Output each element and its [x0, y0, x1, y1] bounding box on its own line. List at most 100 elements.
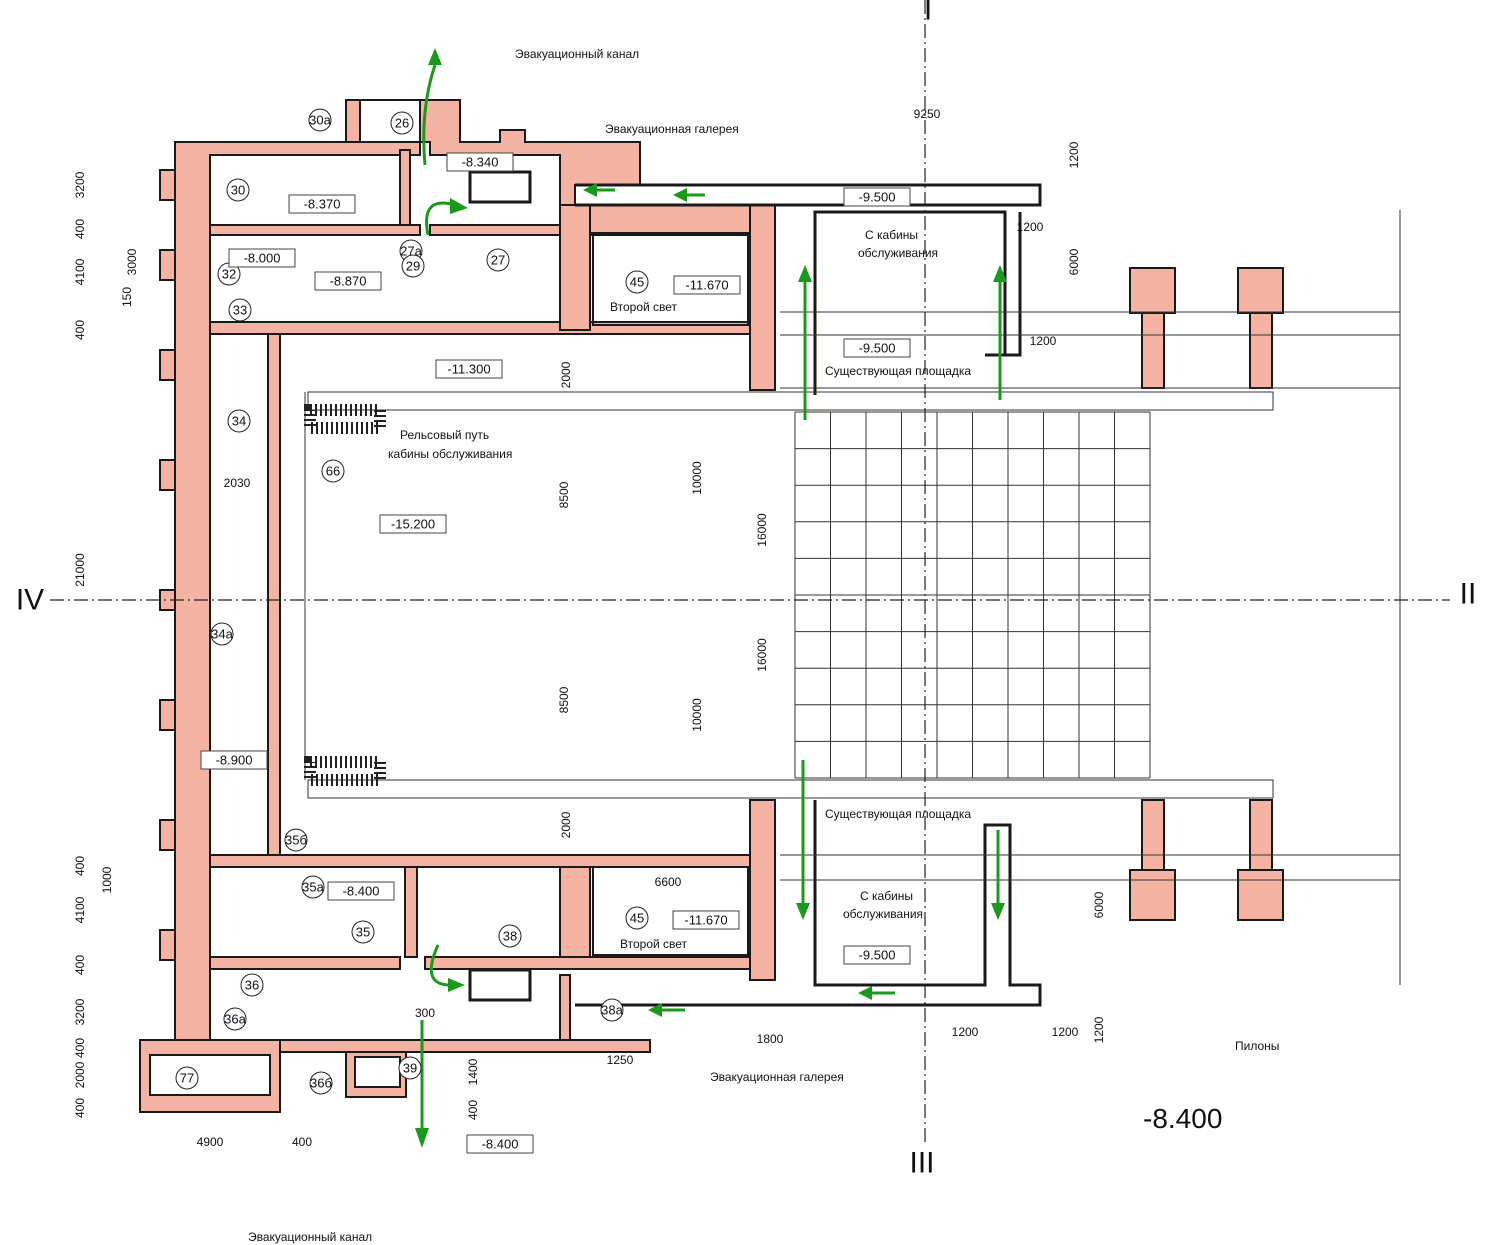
elevation-mark: -11.670	[685, 278, 728, 293]
annotation-label: Эвакуационный канал	[515, 47, 639, 61]
dimension-label: 400	[73, 856, 87, 876]
walls	[139, 99, 1284, 1113]
dimension-label: 4100	[73, 258, 87, 285]
room-number-circle	[486, 248, 510, 272]
room-number: 36а	[224, 1012, 246, 1027]
elevation-mark: -8.400	[482, 1137, 519, 1152]
room-number: 27а	[400, 244, 422, 259]
annotation-label: Эвакуационный канал	[248, 1230, 372, 1244]
room-number: 34а	[211, 627, 233, 642]
dimension-label: 6600	[655, 875, 682, 889]
annotation-label: кабины обслуживания	[388, 447, 512, 461]
elevation-mark: -15.200	[391, 517, 435, 532]
evacuation-arrows	[415, 48, 1007, 1148]
room-number-circle	[625, 270, 649, 294]
dimension-label: 6000	[1092, 891, 1106, 918]
dimension-label: 9250	[914, 107, 941, 121]
elevation-mark: -8.000	[244, 251, 281, 266]
room-number: 77	[180, 1071, 194, 1086]
elevation-box	[379, 514, 447, 534]
dimension-label: 8500	[557, 686, 571, 713]
elevation-mark: -8.870	[330, 274, 367, 289]
room-number-circle	[223, 1007, 247, 1031]
room-number: 36	[245, 978, 259, 993]
annotation-label: С кабины	[865, 228, 918, 242]
room-number: 39	[403, 1061, 417, 1076]
dimension-label: 1400	[466, 1058, 480, 1085]
dimension-label: 16000	[755, 638, 769, 672]
room-number-circle	[308, 108, 332, 132]
axis-label-ii: II	[1460, 578, 1477, 611]
elevation-box	[288, 194, 356, 214]
dimension-label: 1250	[607, 1053, 634, 1067]
dimension-label: 4100	[73, 896, 87, 923]
elevation-box	[843, 338, 911, 358]
dimension-label: 400	[73, 320, 87, 340]
dimension-label: 400	[73, 955, 87, 975]
room-number: 32	[222, 267, 236, 282]
room-number: 38а	[601, 1003, 623, 1018]
dimension-label: 8500	[557, 481, 571, 508]
elevation-box	[672, 910, 740, 930]
room-number-circle	[309, 1071, 333, 1095]
dimension-label: 1200	[1052, 1025, 1079, 1039]
elevation-mark: -8.370	[304, 197, 341, 212]
elevation-box	[327, 881, 395, 901]
dimension-label: 300	[415, 1006, 435, 1020]
room-number-circle	[210, 622, 234, 646]
elevation-box	[673, 275, 741, 295]
annotation-label: обслуживания	[843, 907, 923, 921]
dimension-label: 21000	[73, 553, 87, 587]
dimension-label: 1200	[1030, 334, 1057, 348]
elevation-box	[314, 271, 382, 291]
room-number: 34	[232, 414, 246, 429]
dimension-label: 400	[292, 1135, 312, 1149]
dimension-label: 1200	[1067, 141, 1081, 168]
room-number-circle	[175, 1066, 199, 1090]
room-number: 26	[395, 116, 409, 131]
dimension-label: 1200	[952, 1025, 979, 1039]
dimension-label: 400	[73, 1098, 87, 1118]
dimension-label: 2000	[73, 1061, 87, 1088]
dimension-label: 1800	[757, 1032, 784, 1046]
annotation-label: Рельсовый путь	[400, 428, 489, 442]
annotation-label: Второй свет	[610, 300, 678, 314]
room-number: 33	[233, 303, 247, 318]
dimension-label: 10000	[690, 461, 704, 495]
room-number: 35а	[302, 880, 324, 895]
axis-lines	[50, 0, 1450, 1145]
room-number: 30	[231, 183, 245, 198]
dimension-label: 150	[120, 287, 134, 307]
room-number-circle	[351, 920, 375, 944]
elevation-box	[228, 248, 296, 268]
room-number: 27	[491, 253, 505, 268]
room-number-circle	[401, 254, 425, 278]
elevation-mark: -8.900	[216, 753, 253, 768]
room-number-circle	[398, 1056, 422, 1080]
room-number-circle	[498, 924, 522, 948]
elevation-mark: -8.400	[343, 884, 380, 899]
dimension-label: 4900	[197, 1135, 224, 1149]
annotation-label: Эвакуационная галерея	[710, 1070, 844, 1084]
elevation-mark: -9.500	[859, 341, 896, 356]
dimension-label: 3000	[125, 248, 139, 275]
facade-grid	[794, 411, 1151, 779]
dimension-label: 3200	[73, 998, 87, 1025]
annotation-label: Второй свет	[620, 937, 688, 951]
room-number: 29	[406, 259, 420, 274]
room-number: 30а	[309, 113, 331, 128]
room-number-circle	[321, 459, 345, 483]
dimension-label: 2000	[559, 361, 573, 388]
elevation-mark: -9.500	[859, 190, 896, 205]
dimension-label: 1200	[1017, 220, 1044, 234]
room-number: 36б	[310, 1076, 332, 1091]
room-number: 35	[356, 925, 370, 940]
annotation-label: С кабины	[860, 889, 913, 903]
elevation-mark: -11.670	[684, 913, 727, 928]
dimension-label: 400	[73, 219, 87, 239]
room-number-circle	[600, 998, 624, 1022]
elevation-box	[843, 945, 911, 965]
elevation-box	[466, 1134, 534, 1154]
room-number-circle	[625, 906, 649, 930]
